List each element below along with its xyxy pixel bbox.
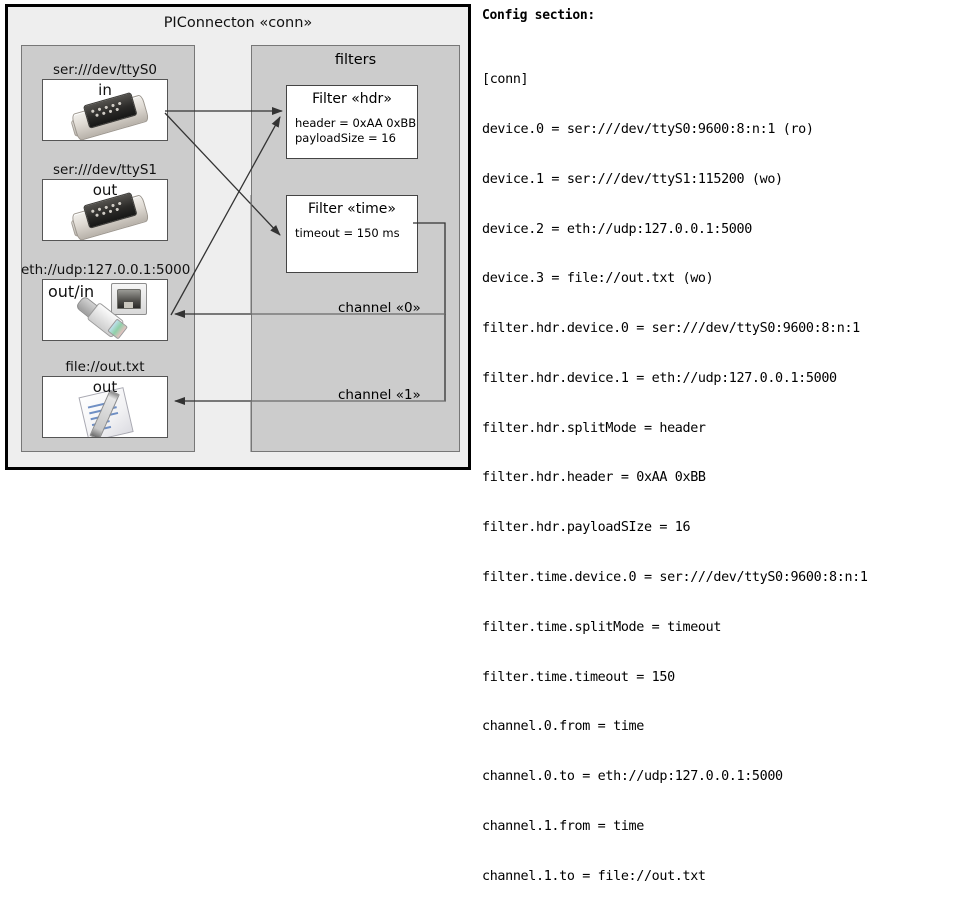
config-section: Config section: [conn] device.0 = ser://… bbox=[482, 8, 958, 918]
device-direction: in bbox=[98, 81, 112, 99]
config-lines: [conn] device.0 = ser:///dev/ttyS0:9600:… bbox=[482, 39, 958, 918]
device-box[interactable]: in bbox=[42, 79, 168, 141]
config-line: filter.hdr.payloadSIze = 16 bbox=[482, 520, 691, 536]
device-ser-ttys1[interactable]: ser:///dev/ttyS1 out bbox=[42, 162, 168, 241]
config-line: filter.time.splitMode = timeout bbox=[482, 619, 722, 635]
config-line: channel.1.from = time bbox=[482, 818, 644, 834]
device-label: eth://udp:127.0.0.1:5000 bbox=[21, 262, 191, 278]
filter-title: Filter «time» bbox=[308, 201, 396, 217]
config-line: device.1 = ser:///dev/ttyS1:115200 (wo) bbox=[482, 171, 783, 187]
channel-0-label: channel «0» bbox=[338, 300, 421, 316]
filter-hdr[interactable]: Filter «hdr» header = 0xAA 0xBB payloadS… bbox=[286, 85, 418, 159]
filter-title: Filter «hdr» bbox=[312, 91, 392, 107]
ethernet-icon bbox=[111, 283, 147, 315]
device-eth-udp[interactable]: eth://udp:127.0.0.1:5000 out/in bbox=[21, 262, 190, 341]
device-direction: out bbox=[92, 378, 118, 396]
device-direction: out bbox=[92, 181, 118, 199]
config-line: [conn] bbox=[482, 72, 529, 88]
config-line: channel.0.from = time bbox=[482, 719, 644, 735]
device-file-out[interactable]: file://out.txt out bbox=[42, 359, 168, 438]
channel-1-label: channel «1» bbox=[338, 387, 421, 403]
component-title: PIConnecton «conn» bbox=[163, 15, 313, 31]
config-line: device.0 = ser:///dev/ttyS0:9600:8:n:1 (… bbox=[482, 121, 814, 137]
config-line: filter.time.timeout = 150 bbox=[482, 669, 675, 685]
filter-prop: payloadSize = 16 bbox=[295, 130, 396, 145]
filters-panel-title: filters bbox=[334, 52, 377, 68]
config-line: filter.hdr.device.0 = ser:///dev/ttyS0:9… bbox=[482, 321, 860, 337]
config-line: filter.time.device.0 = ser:///dev/ttyS0:… bbox=[482, 570, 868, 585]
config-line: device.3 = file://out.txt (wo) bbox=[482, 271, 714, 287]
config-line: device.2 = eth://udp:127.0.0.1:5000 bbox=[482, 221, 752, 237]
filter-prop: header = 0xAA 0xBB bbox=[295, 116, 417, 130]
config-line: filter.hdr.header = 0xAA 0xBB bbox=[482, 470, 706, 486]
device-label: file://out.txt bbox=[65, 359, 145, 375]
device-box[interactable]: out bbox=[42, 376, 168, 438]
component-frame: PIConnecton «conn» filters ser:///dev/tt… bbox=[5, 4, 471, 470]
config-line: filter.hdr.device.1 = eth://udp:127.0.0.… bbox=[482, 370, 837, 386]
device-label: ser:///dev/ttyS0 bbox=[53, 62, 157, 78]
device-label: ser:///dev/ttyS1 bbox=[53, 162, 157, 178]
filter-props: timeout = 150 ms bbox=[287, 217, 417, 241]
config-heading: Config section: bbox=[482, 8, 595, 23]
filter-prop: timeout = 150 ms bbox=[295, 226, 400, 240]
device-ser-ttys0[interactable]: ser:///dev/ttyS0 in bbox=[42, 62, 168, 141]
device-box[interactable]: out/in bbox=[42, 279, 168, 341]
config-line: filter.hdr.splitMode = header bbox=[482, 420, 706, 436]
config-line: channel.1.to = file://out.txt bbox=[482, 868, 706, 884]
config-line: channel.0.to = eth://udp:127.0.0.1:5000 bbox=[482, 769, 783, 785]
filter-props: header = 0xAA 0xBB payloadSize = 16 bbox=[287, 107, 417, 145]
device-direction: out/in bbox=[48, 282, 95, 301]
filter-time[interactable]: Filter «time» timeout = 150 ms bbox=[286, 195, 418, 273]
device-box[interactable]: out bbox=[42, 179, 168, 241]
